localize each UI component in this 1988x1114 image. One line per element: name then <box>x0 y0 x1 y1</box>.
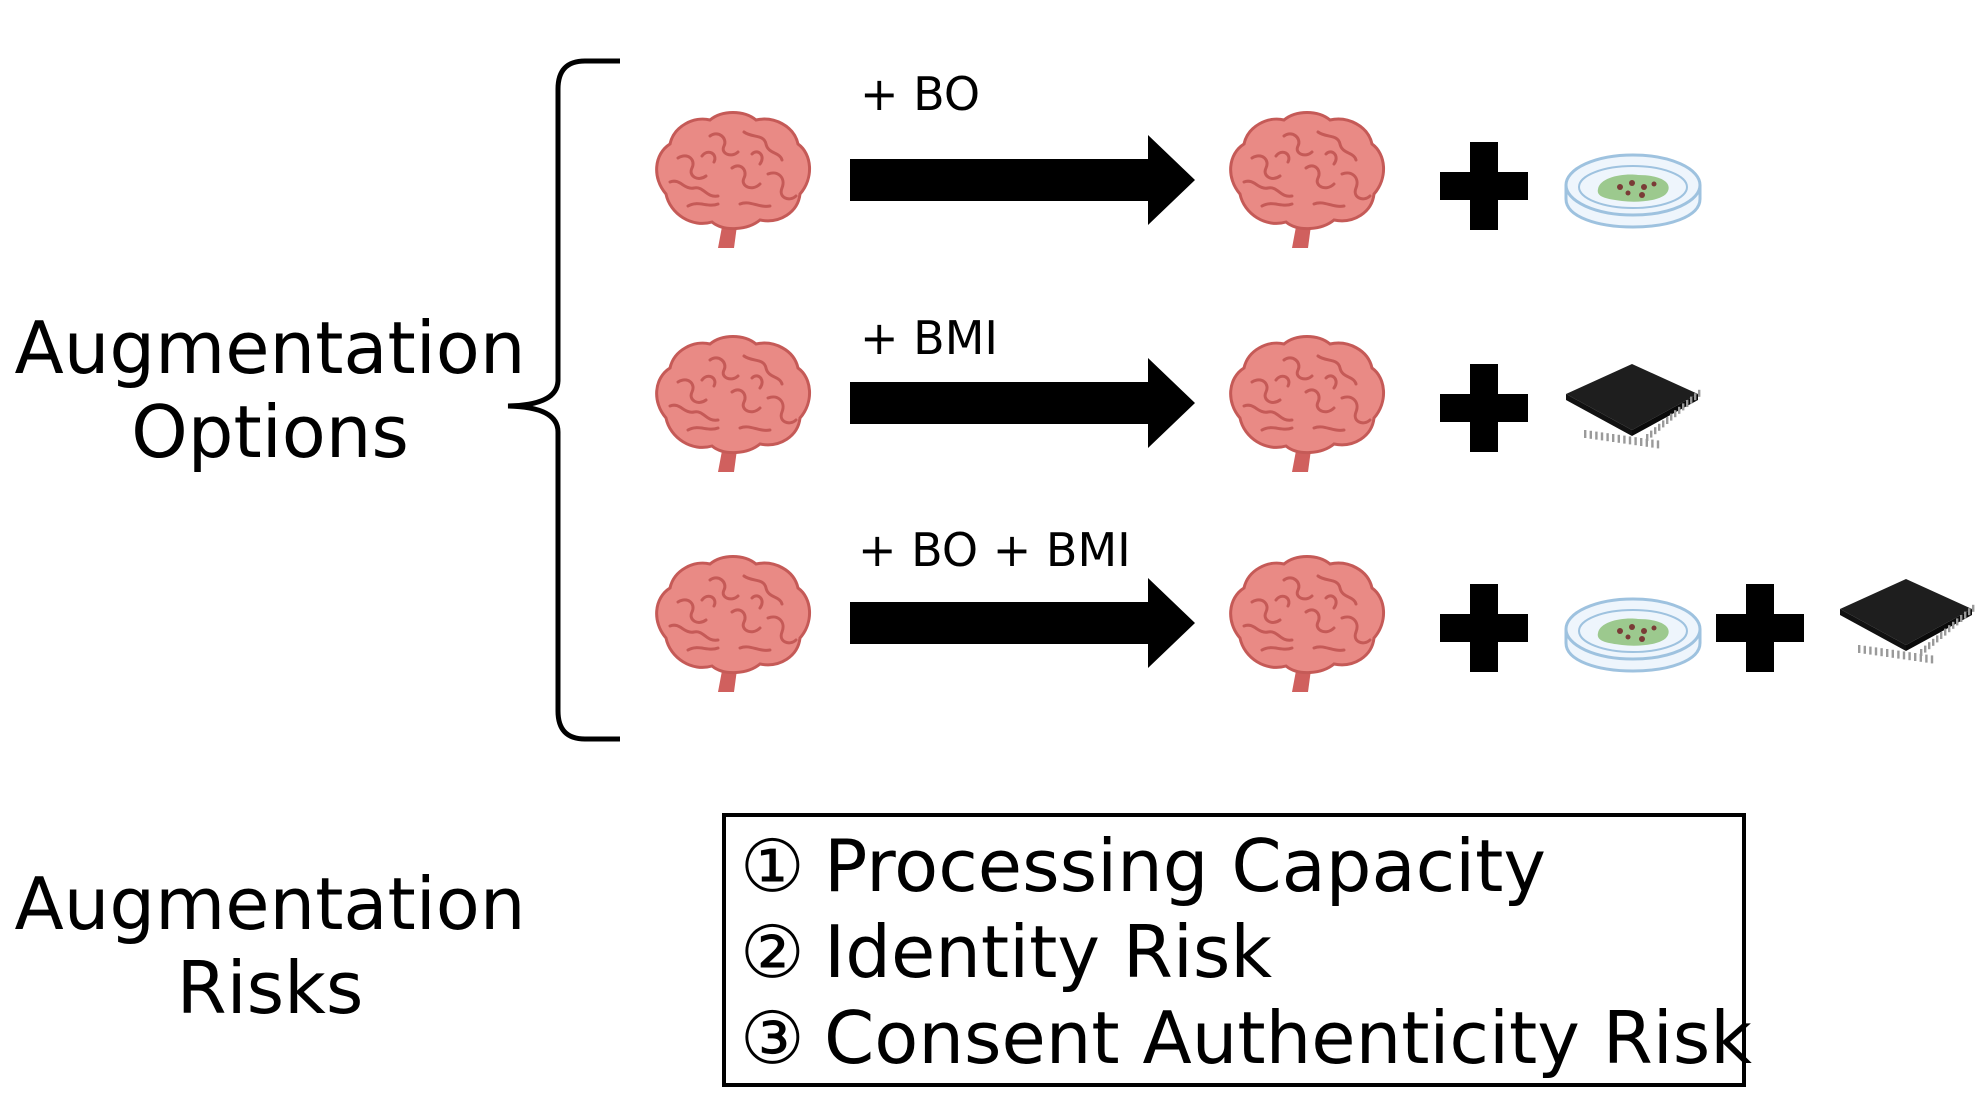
petri-dish-icon <box>1564 597 1702 673</box>
risk-text: Processing Capacity <box>824 824 1547 908</box>
risks-label-line-1: Augmentation <box>14 862 526 946</box>
risk-text: Identity Risk <box>824 910 1273 994</box>
augmentation-options-label: Augmentation Options <box>10 306 530 474</box>
brain-icon <box>1229 555 1385 692</box>
arrow-label-bo: + BO <box>860 67 981 121</box>
arrow-icon <box>850 578 1195 668</box>
options-label-line-2: Options <box>131 390 409 474</box>
brain-icon <box>1229 335 1385 472</box>
brain-icon <box>655 555 811 692</box>
risks-label-line-2: Risks <box>176 946 364 1030</box>
chip-icon <box>1566 364 1701 449</box>
brain-icon <box>655 335 811 472</box>
arrow-icon <box>850 135 1195 225</box>
petri-dish-icon <box>1564 153 1702 229</box>
risk-number: ① <box>740 824 805 908</box>
plus-icon <box>1440 142 1528 230</box>
brain-icon <box>1229 111 1385 248</box>
risk-number: ③ <box>740 996 805 1080</box>
chip-icon <box>1840 579 1975 664</box>
brain-icon <box>655 111 811 248</box>
risk-text: Consent Authenticity Risk <box>824 996 1752 1080</box>
plus-icon <box>1716 584 1804 672</box>
curly-brace <box>507 58 620 742</box>
arrow-label-bo-bmi: + BO + BMI <box>858 523 1131 577</box>
augmentation-risks-label: Augmentation Risks <box>10 862 530 1030</box>
arrow-label-bmi: + BMI <box>860 311 998 365</box>
plus-icon <box>1440 584 1528 672</box>
risk-number: ② <box>740 910 805 994</box>
plus-icon <box>1440 364 1528 452</box>
options-label-line-1: Augmentation <box>14 306 526 390</box>
arrow-icon <box>850 358 1195 448</box>
